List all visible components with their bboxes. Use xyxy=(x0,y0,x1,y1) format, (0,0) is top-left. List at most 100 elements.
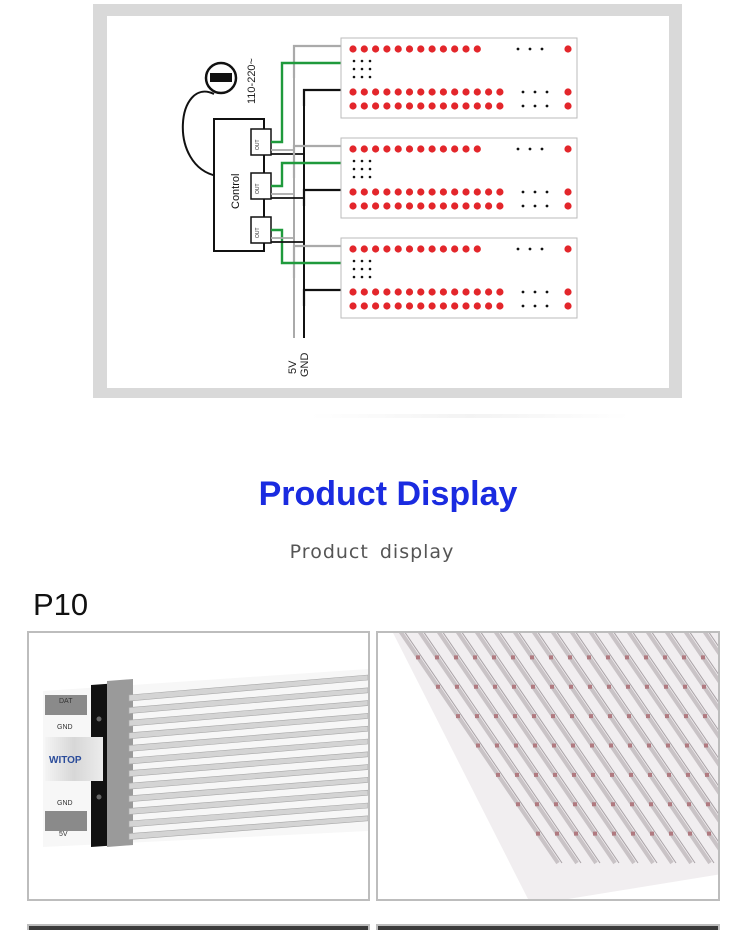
led-dot xyxy=(451,45,459,53)
led-strip-edge xyxy=(404,633,563,864)
led-dot xyxy=(372,102,380,110)
led-strip xyxy=(128,674,368,702)
wiring-diagram-svg: 110-220~ OUT OUT OUT Control 5V GND xyxy=(181,37,578,377)
led-dot xyxy=(564,88,572,96)
led-dot xyxy=(383,302,391,310)
led-dot xyxy=(451,288,459,296)
led-chip xyxy=(647,743,651,748)
led-dot-small xyxy=(533,104,537,108)
led-dot xyxy=(496,88,504,96)
led-dot xyxy=(405,188,414,196)
led-dot-small xyxy=(533,90,537,94)
led-chip xyxy=(702,684,706,689)
led-strip-edge xyxy=(461,633,620,864)
led-strip-edge xyxy=(632,633,718,759)
led-dot xyxy=(417,302,425,310)
led-dot xyxy=(439,245,447,253)
power-wire xyxy=(292,244,341,278)
led-chip xyxy=(589,714,593,719)
led-strip xyxy=(128,725,368,752)
led-dot xyxy=(451,145,459,153)
wiring-diagram: 110-220~ OUT OUT OUT Control 5V GND xyxy=(107,16,669,388)
led-dot-small xyxy=(352,67,356,71)
led-chip xyxy=(686,772,690,777)
led-dot xyxy=(564,288,572,296)
led-chip xyxy=(706,802,710,807)
led-dot xyxy=(485,88,493,96)
led-strip-edge xyxy=(651,633,718,731)
led-module xyxy=(340,37,578,119)
led-dot-small xyxy=(360,167,364,171)
led-strip xyxy=(128,751,368,777)
section-title: Product Display xyxy=(258,475,518,513)
led-dot-small xyxy=(352,267,356,271)
led-chip xyxy=(592,802,596,807)
led-chip xyxy=(511,655,515,660)
led-dot-small xyxy=(545,304,549,308)
led-dot xyxy=(349,288,357,296)
led-dot xyxy=(349,102,357,110)
led-dot xyxy=(349,188,357,196)
led-dot-small xyxy=(368,267,372,271)
led-dot xyxy=(383,288,391,296)
led-dot xyxy=(394,88,402,96)
led-dot xyxy=(372,45,380,53)
led-chip xyxy=(513,714,517,719)
led-dot xyxy=(405,88,414,96)
led-chip xyxy=(629,772,633,777)
led-chip xyxy=(684,714,688,719)
led-dot xyxy=(564,302,572,310)
led-chip xyxy=(611,802,615,807)
led-dot xyxy=(439,202,447,210)
led-dot xyxy=(485,102,493,110)
led-chip xyxy=(552,743,556,748)
led-strip xyxy=(128,789,368,815)
led-dot xyxy=(496,188,504,196)
led-dot xyxy=(496,202,504,210)
bus-label-5v: 5V xyxy=(287,360,299,374)
power-plug-icon xyxy=(181,61,238,177)
led-dot-small xyxy=(360,259,364,263)
led-strip xyxy=(664,633,718,711)
led-dot-small xyxy=(528,247,532,251)
ground-wire xyxy=(302,188,341,206)
led-chip xyxy=(631,831,635,836)
wiring-diagram-frame: 110-220~ OUT OUT OUT Control 5V GND xyxy=(93,4,682,398)
led-chip xyxy=(663,655,667,660)
led-chip xyxy=(607,684,611,689)
led-chip xyxy=(627,714,631,719)
led-dot-small xyxy=(533,190,537,194)
led-dot xyxy=(439,45,447,53)
data-wire xyxy=(271,161,341,188)
led-chip xyxy=(416,655,420,660)
led-dot xyxy=(417,188,425,196)
led-chip xyxy=(473,655,477,660)
led-dot xyxy=(564,102,572,110)
led-chip xyxy=(475,714,479,719)
led-chip xyxy=(512,684,516,689)
led-chip xyxy=(687,802,691,807)
led-chip xyxy=(474,684,478,689)
led-chip xyxy=(573,802,577,807)
led-chip xyxy=(571,743,575,748)
led-dot-small xyxy=(368,59,372,63)
led-chip xyxy=(587,655,591,660)
led-chip xyxy=(493,684,497,689)
led-dot xyxy=(462,45,470,53)
led-dot-small xyxy=(516,247,520,251)
led-dot xyxy=(428,245,436,253)
brand-logo: WITOP xyxy=(49,755,82,766)
led-dot-small xyxy=(540,247,544,251)
led-dot xyxy=(417,145,425,153)
led-dot-small xyxy=(368,275,372,279)
led-chip xyxy=(568,655,572,660)
led-dot xyxy=(496,288,504,296)
led-dot-small xyxy=(352,259,356,263)
led-chip xyxy=(436,684,440,689)
led-dot xyxy=(473,102,481,110)
led-strip-edge xyxy=(670,633,718,703)
led-module-board xyxy=(340,37,578,119)
led-chip xyxy=(494,714,498,719)
led-chip xyxy=(530,655,534,660)
led-dot xyxy=(564,45,572,53)
